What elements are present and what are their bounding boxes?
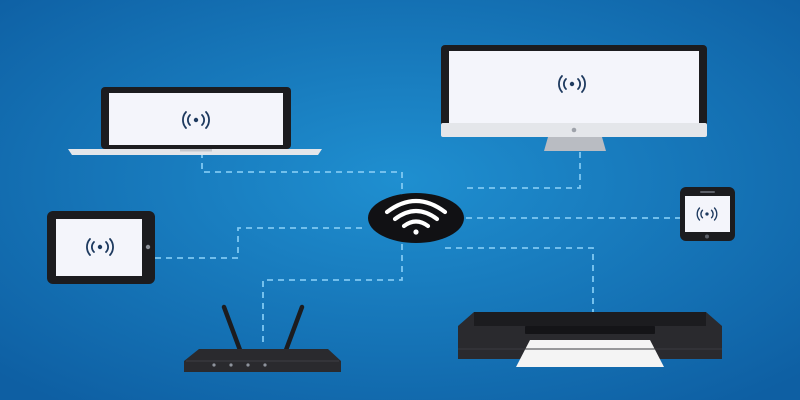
router [184,304,341,372]
tablet-home-button [145,244,151,250]
connection-printer [445,247,594,312]
smartphone-speaker [700,191,715,193]
monitor-logo-dot [571,127,577,133]
desktop-monitor [441,45,707,151]
connection-tablet [155,227,366,259]
laptop [68,87,322,155]
smartphone-home-button [705,234,709,239]
smartphone [680,187,735,241]
laptop-base [68,149,322,155]
router-leds [212,363,267,367]
antenna-icon [221,304,243,353]
connection-router [262,240,403,342]
connection-lines [155,152,680,342]
connection-laptop [201,152,403,196]
tablet [47,211,155,284]
wifi-hub [368,193,464,243]
laptop-base-notch [180,149,212,152]
hub-disc [368,193,464,243]
wifi-icon [384,199,448,235]
printer-top-panel [474,312,706,326]
printer-output-slot [525,326,655,334]
printer [458,312,722,367]
antenna-icon [283,304,305,353]
paper-sheet-icon [516,340,664,367]
monitor-stand [544,137,606,151]
connection-monitor [466,152,581,189]
monitor-screen [449,51,699,123]
